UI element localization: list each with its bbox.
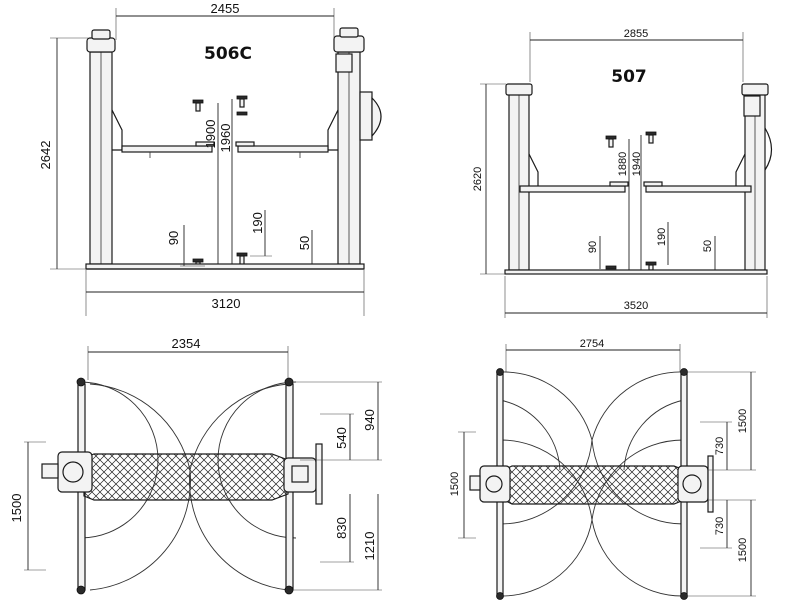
arms-507	[519, 181, 752, 193]
label-plan-506c-rear-arm: 1210	[362, 532, 377, 561]
label-plan-507-post-spacing: 2754	[580, 338, 604, 350]
label-plan-506c-post-spacing: 2354	[172, 336, 201, 351]
dim-plan-507-right: 1500 730 730 1500	[687, 371, 756, 597]
label-plan-506c-front-arm-short: 540	[334, 427, 349, 449]
post-base-right-506c	[283, 443, 323, 505]
label-plan-507-rear-arm: 1500	[737, 538, 749, 562]
label-506c-pad-min: 90	[166, 231, 181, 245]
label-507-height: 2620	[472, 167, 484, 191]
label-506c-max-lift-high: 1960	[218, 124, 233, 153]
label-plan-507-rear-arm-short: 730	[714, 517, 726, 535]
model-label-507: 507	[611, 67, 647, 87]
label-plan-507-front-arm-short: 730	[714, 437, 726, 455]
post-right-507	[735, 83, 773, 271]
label-507-overall-width: 3520	[624, 300, 648, 312]
elevation-507: 2855 507	[472, 28, 773, 318]
dim-plan-506c-base-width: 1500	[9, 441, 46, 571]
label-507-inner-width: 2855	[624, 28, 648, 40]
label-507-max-lift-high: 1940	[631, 152, 643, 176]
elevation-506c: 2455 506C	[38, 1, 382, 316]
plan-506c: 2354	[9, 336, 382, 595]
label-plan-507-front-arm: 1500	[737, 409, 749, 433]
overhead-beam-507	[503, 465, 685, 505]
model-label-506c: 506C	[204, 44, 252, 64]
label-506c-overall-width: 3120	[212, 296, 241, 311]
label-507-max-lift-low: 1880	[617, 152, 629, 176]
dim-506c-inner-width: 2455	[115, 1, 335, 40]
post-base-right-507	[677, 455, 714, 513]
overhead-beam-506c	[83, 453, 289, 501]
dim-plan-506c-post-spacing: 2354	[87, 336, 289, 380]
lowered-pads-507	[605, 261, 657, 271]
dim-507-lift: 1880 1940	[617, 135, 643, 270]
dim-507-overall-width: 3520	[504, 276, 768, 318]
dim-plan-507-base-width: 1500	[449, 431, 476, 539]
dim-plan-507-post-spacing: 2754	[505, 338, 681, 372]
label-506c-inner-width: 2455	[211, 1, 240, 16]
label-507-pad-min: 90	[587, 241, 599, 253]
label-507-pad-adapter: 190	[656, 228, 668, 246]
dim-506c-overall-width: 3120	[85, 270, 365, 316]
plan-507: 2754	[449, 338, 756, 600]
label-506c-pad-adapter: 190	[250, 212, 265, 234]
post-right-506c	[327, 27, 382, 265]
base-plate-506c	[85, 263, 365, 270]
label-plan-506c-front-arm: 940	[362, 409, 377, 431]
raised-pads-507	[605, 131, 657, 148]
dim-506c-lift: 1900 1960	[203, 99, 233, 264]
arm-swing-arcs-507	[499, 371, 685, 597]
post-left-507	[505, 83, 539, 271]
label-507-arm-min: 50	[702, 240, 714, 252]
dim-plan-506c-right: 940 540 830 1210	[293, 381, 382, 591]
label-plan-507-base-width: 1500	[449, 472, 461, 496]
dim-507-height: 2620	[472, 83, 506, 275]
dim-506c-height: 2642	[38, 37, 88, 270]
post-left-506c	[86, 29, 123, 265]
dim-507-low: 90 190 50	[587, 222, 716, 270]
arms-506c	[121, 141, 329, 158]
label-506c-arm-min: 50	[297, 236, 312, 250]
post-base-left-507	[469, 465, 511, 503]
label-plan-506c-base-width: 1500	[9, 494, 24, 523]
label-506c-max-lift-low: 1900	[203, 120, 218, 149]
label-plan-506c-rear-arm-short: 830	[334, 517, 349, 539]
label-506c-height: 2642	[38, 141, 53, 170]
dim-506c-low: 90 190 50	[166, 210, 313, 267]
base-plate-507	[504, 269, 768, 275]
post-base-left-506c	[41, 451, 93, 493]
raised-pads-506c	[192, 95, 248, 116]
dim-507-inner-width: 2855	[529, 28, 744, 82]
